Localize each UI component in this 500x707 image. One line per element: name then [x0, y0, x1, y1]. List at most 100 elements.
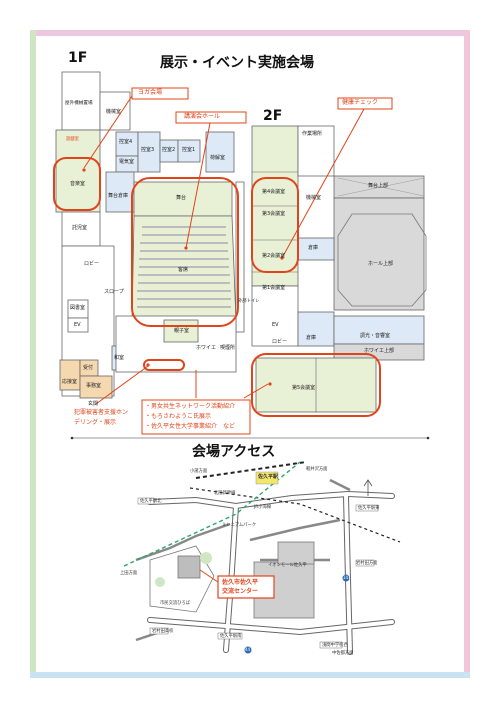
- room-souko2-2f: [297, 311, 335, 347]
- note-right-line3: ・佐久平女性大学事業紹介 など: [145, 423, 236, 430]
- label-kashi: ホワイエ: [196, 345, 216, 351]
- note-left-line2: デリング・展示: [74, 419, 117, 426]
- label-hikae2: 控室2: [162, 147, 176, 153]
- label-ev-1f: EV: [74, 322, 81, 328]
- callout-box-kenkou: [337, 97, 393, 110]
- room-hoken: [61, 211, 101, 247]
- label-iwamurada: 岩村田方面: [356, 561, 378, 566]
- room-ongaku: [55, 129, 101, 213]
- label-washitsu: 和室: [114, 355, 125, 361]
- highlight-yoga: [53, 157, 101, 211]
- label-kikaishitsu-1f: 機械室: [106, 109, 122, 115]
- label-kashu: 荷解室: [210, 155, 226, 161]
- access-map: [118, 461, 401, 658]
- frame-right: [464, 30, 470, 678]
- label-uketsuke: 受付: [83, 365, 94, 371]
- label-koumi: JR小海線: [254, 505, 272, 510]
- room-kikaishitsu-1f: [99, 91, 131, 131]
- label-hiroba: 市民交流ひろば: [160, 601, 191, 606]
- area-robi-2f: [251, 285, 299, 347]
- room-kanri: [59, 359, 81, 391]
- floor-2f-label: 2F: [263, 108, 283, 124]
- room-hall-jou: [333, 197, 425, 311]
- access-title: 会場アクセス: [192, 444, 276, 460]
- label-robi-2f: ロビー: [272, 339, 288, 345]
- callout-kenkou: 健康チェック: [342, 99, 379, 106]
- label-sakudaira-higashi: 佐久平駅東: [358, 506, 380, 511]
- label-genkan: 玄関: [88, 401, 99, 407]
- room-kashu: [205, 131, 235, 173]
- notes-left: 犯罪被害者支援ホン デリング・展示: [74, 408, 128, 428]
- label-sanitsu: 遊戯室: [66, 137, 79, 142]
- label-iwamurada-kou: 岩村田高校: [152, 629, 174, 634]
- label-robi-1f: ロビー: [84, 261, 100, 267]
- room-jimu: [79, 375, 113, 399]
- label-kaigi5: 第5会議室: [292, 385, 316, 391]
- label-kikaishitsu-2f: 機械室: [306, 195, 322, 201]
- highlight-kaigi5: [251, 353, 381, 417]
- room-hoiye-jou: [333, 343, 425, 361]
- label-kawakami: 中佐都方面: [332, 651, 354, 656]
- venue-building: [177, 555, 201, 579]
- label-butai: 舞台: [176, 195, 187, 201]
- room-ev-1f: [67, 317, 89, 333]
- note-left-line1: 犯罪被害者支援ホン: [74, 409, 129, 416]
- frame-left: [30, 30, 36, 678]
- label-ev-2f: EV: [272, 322, 279, 328]
- label-sakudaira-minami: 佐久平駅南: [220, 634, 242, 639]
- label-ueda: 上田方面: [120, 571, 138, 576]
- label-station: 佐久平駅: [258, 474, 279, 480]
- label-kaigi2: 第2会議室: [262, 253, 286, 259]
- label-kaigi4: 第4会議室: [262, 189, 286, 195]
- seat-grid: [137, 226, 231, 308]
- label-asama-chu: 浅間中学校西: [322, 643, 348, 648]
- label-sono: 倉庫: [306, 335, 317, 341]
- floor-1f-label: 1F: [68, 50, 88, 66]
- label-kanri: 応接室: [62, 379, 78, 385]
- frame-top: [30, 30, 470, 36]
- label-hikae4: 控室4: [119, 139, 133, 145]
- callout-yoga: ヨガ会場: [138, 89, 163, 96]
- callout-box-yoga: [131, 87, 189, 100]
- venue-name-line2: 交流センター: [222, 588, 259, 595]
- room-butai-souko: [105, 171, 135, 213]
- label-gaibu: 外部トイレ: [238, 299, 260, 304]
- label-okugai-kikai: 屋外機械置場: [65, 101, 93, 106]
- room-kikaishitsu-2f: [297, 125, 335, 177]
- room-hikae1: [177, 139, 201, 163]
- highlight-kenkou: [251, 177, 299, 273]
- label-kita: 北陸新幹線: [214, 491, 236, 496]
- label-smoking: 喫煙所: [220, 345, 236, 351]
- label-denki: 電気室: [119, 159, 135, 165]
- label-oyako: 親子室: [174, 328, 190, 334]
- label-souko-2f: 倉庫: [308, 245, 319, 251]
- room-chosa: [333, 315, 425, 345]
- label-karuizawa: 軽井沢方面: [306, 467, 328, 472]
- label-hikae1: 控室1: [182, 147, 196, 153]
- frame-bottom: [30, 672, 470, 678]
- label-noten: 作業場所: [302, 131, 323, 137]
- label-route44: 44: [245, 647, 251, 652]
- label-hikae3: 控室3: [141, 147, 155, 153]
- label-chosa: 調光・音響室: [360, 333, 391, 339]
- label-ongaku: 音楽室: [70, 181, 86, 187]
- callout-box-kouen: [175, 111, 247, 124]
- highlight-hoiye: [143, 359, 185, 371]
- venue-name-line1: 佐久市佐久平: [222, 579, 259, 586]
- label-butai-jou: 舞台上部: [368, 183, 389, 189]
- label-sakudaira-kita: 佐久平駅北: [140, 499, 162, 504]
- label-hall-jou: ホール上部: [368, 261, 394, 267]
- label-komoro: 小諸方面: [190, 469, 208, 474]
- note-right-line2: ・もろさわようこ氏展示: [145, 413, 212, 420]
- label-hoken: 託児室: [72, 225, 88, 231]
- label-kaigi1: 第1会議室: [262, 285, 286, 291]
- label-surope: スロープ: [104, 289, 124, 295]
- note-right-line1: ・男女共生ネットワーク活動紹介: [145, 403, 236, 410]
- room-butai: [133, 181, 233, 217]
- page-title: 展示・イベント実施会場: [160, 55, 314, 71]
- label-mall: イオンモール佐久平: [268, 563, 307, 568]
- label-butai-souko: 舞台倉庫: [108, 193, 129, 199]
- label-jimu: 事務室: [86, 383, 102, 389]
- highlight-kouen: [131, 177, 239, 327]
